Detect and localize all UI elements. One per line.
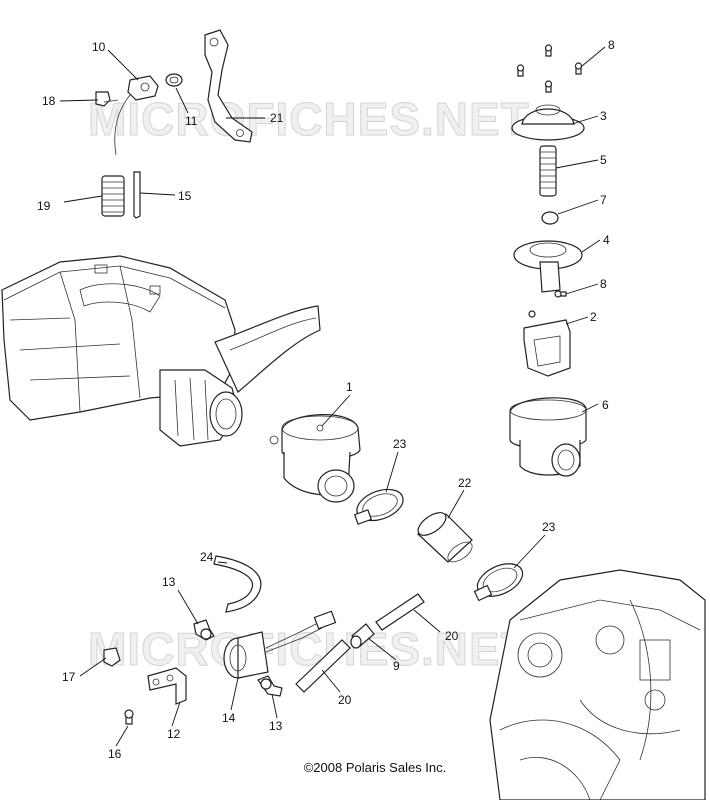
part-1-carburetor	[269, 414, 361, 503]
part-18-fastener	[95, 91, 119, 107]
part-10-wire	[114, 94, 131, 156]
callout-12: 12	[167, 727, 181, 741]
leader-lines	[59, 46, 606, 747]
part-21-bracket	[204, 29, 253, 143]
callout-3: 3	[600, 109, 607, 123]
callout-14: 14	[222, 711, 236, 725]
callout-15: 15	[178, 189, 192, 203]
callout-23-lower: 23	[542, 520, 556, 534]
part-17-fitting	[103, 647, 121, 667]
part-24-hose	[213, 555, 262, 613]
callout-8-side: 8	[600, 277, 607, 291]
callout-1: 1	[346, 380, 353, 394]
part-12-bracket	[147, 667, 187, 705]
callout-19: 19	[37, 199, 51, 213]
part-11-grommet	[165, 73, 183, 87]
callout-17: 17	[62, 670, 76, 684]
callout-7: 7	[600, 193, 607, 207]
copyright-text: ©2008 Polaris Sales Inc.	[304, 760, 447, 775]
callout-11: 11	[185, 114, 198, 128]
callout-5: 5	[600, 153, 607, 167]
part-20-hose-upper	[375, 593, 425, 631]
callout-18: 18	[42, 94, 56, 108]
part-4-diaphragm	[513, 240, 583, 293]
callout-10: 10	[92, 40, 106, 54]
part-2-needle-housing	[523, 310, 571, 377]
part-22-coupler	[417, 512, 473, 563]
part-23-clamp-upper	[353, 488, 404, 525]
callouts: 1 2 3 4 5 6 7 8 8 9 10 18 11 12 13 13 14…	[37, 38, 615, 761]
part-20-hose-lower	[295, 639, 351, 693]
part-7-nut	[541, 211, 559, 225]
callout-2: 2	[590, 310, 597, 324]
part-10-clip	[127, 75, 159, 101]
part-3-cover	[511, 104, 585, 141]
watermark-bottom: MICROFICHES.NET	[88, 623, 530, 675]
callout-13-upper: 13	[162, 575, 176, 589]
part-13-elbow-upper	[193, 619, 215, 641]
part-19-bellows	[101, 175, 125, 217]
callout-13-lower: 13	[269, 719, 283, 733]
engine-assembly	[489, 569, 706, 800]
callout-6: 6	[602, 398, 609, 412]
callout-22: 22	[458, 476, 472, 490]
callout-20-lower: 20	[338, 693, 352, 707]
part-5-spring	[539, 145, 557, 197]
callout-20-upper: 20	[445, 629, 459, 643]
part-6-throttle-body	[509, 397, 587, 477]
part-8-screws-top	[516, 44, 583, 93]
callout-21: 21	[270, 111, 284, 125]
airbox-intake-duct	[214, 305, 321, 393]
callout-8-top: 8	[608, 38, 615, 52]
part-8-screw-side	[554, 290, 567, 298]
part-23-clamp-lower	[473, 563, 524, 602]
callout-24: 24	[200, 550, 214, 564]
part-14-sensor	[223, 610, 337, 679]
airbox-boot	[159, 369, 243, 447]
part-15-rod	[133, 171, 141, 219]
callout-16: 16	[108, 747, 122, 761]
watermark-top: MICROFICHES.NET	[88, 93, 530, 145]
callout-9: 9	[393, 659, 400, 673]
part-13-elbow-lower	[257, 675, 283, 697]
callout-23-upper: 23	[393, 437, 407, 451]
part-9-connector	[350, 623, 375, 649]
callout-4: 4	[603, 233, 610, 247]
part-16-bolt	[124, 709, 134, 725]
